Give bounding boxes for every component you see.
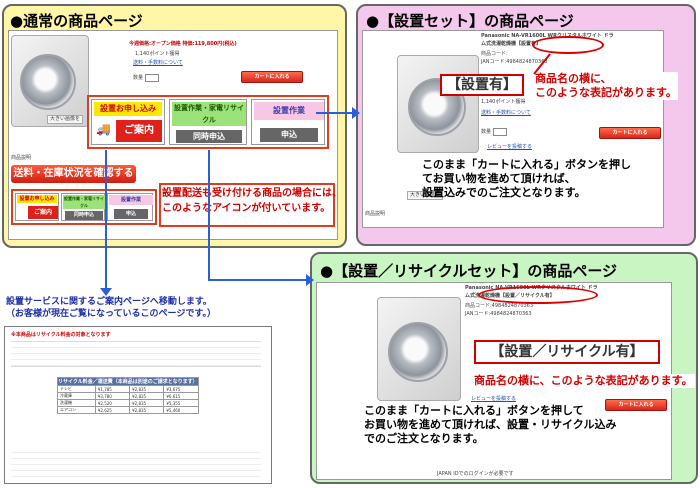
arrow-to-install-head [352,107,360,119]
normal-note-line-2: このようなアイコンが付いています。 [162,203,331,214]
install-title-circle [532,36,604,54]
recycle-cart-button[interactable]: カートに入れる [605,399,667,411]
arrow-to-info-head [100,288,112,296]
info-heading: ※本商品はリサイクル料金の対象となります [11,332,111,338]
table-row: 冷蔵庫 ¥3,780 ¥2,835 ¥6,615 [57,392,199,400]
install-black-line-3: 設置込みでのご注文となります。 [422,186,586,199]
washer-drum [20,54,76,110]
recycle-code-line: 商品コード:4984824870363 [465,303,534,309]
install-product-line-2: ム式洗濯乾燥機【設置有】 [481,41,542,47]
arrow-to-recycle-vertical [208,150,210,280]
install-badge: 【設置有】 [440,74,524,96]
install-black-line-1: このまま「カートに入れる」ボタンを押し [422,158,631,171]
info-note-line-2: （お客様が現在ご覧になっているこのページです。） [6,309,216,319]
normal-note-line-1: 設置配送も受け付ける商品の場合には、 [162,188,342,199]
recycle-title-circle [478,286,598,304]
recycle-washer-drum [388,322,448,382]
install-cart-button[interactable]: カートに入れる [599,127,661,139]
small-guide-bottom: ご案内 [28,206,58,219]
note-frame [159,183,335,227]
service-install-bottom: 申込 [260,128,318,142]
table-row: テレビ ¥1,785 ¥2,835 ¥3,675 [57,385,199,393]
install-review-link[interactable]: レビューを投稿する [487,144,533,150]
small-recycle-bottom: 同時申込 [65,211,103,220]
recycle-jan-line: JANコード:4984824870363 [465,311,532,317]
install-qty-input[interactable] [493,128,507,136]
small-recycle-top: 設置作業・家電リサイクル [63,195,105,209]
service-button-recycle[interactable]: 設置作業・家電リサイクル 同時申込 [169,99,247,145]
shipping-link[interactable]: 送料・手数料について [133,60,183,66]
washer-image [11,35,89,127]
points-line: 1,140ポイント獲得 [135,51,180,57]
screenshot-install-page: Panasonic NA-VR1600L WRクリスタルホワイト ドラ ム式洗濯… [362,30,664,228]
install-qty-label: 数量 [481,129,492,135]
recycle-black-line-1: このまま「カートに入れる」ボタンを押して [364,404,584,417]
stock-check-button[interactable]: 送料・在庫状況を確認する [11,165,136,183]
arrow-to-install-line [316,112,354,114]
arrow-to-recycle-head [306,274,314,286]
service-recycle-bottom: 同時申込 [176,130,242,143]
recycle-black-line-3: でのご注文となります。 [364,432,484,445]
info-body-text [11,341,261,367]
screenshot-normal-page: 今週価格:オープン価格 特価:119,800円(税込) 1,140ポイント獲得 … [8,30,338,240]
recycle-black-line-2: お買い物を進めて頂ければ、設置・リサイクル込み [364,418,617,431]
qty-input[interactable] [145,74,159,82]
cart-button[interactable]: カートに入れる [241,71,303,83]
install-product-line-1: Panasonic NA-VR1600L WRクリスタルホワイト ドラ [481,33,614,39]
service-install-top: 設置作業 [254,102,324,120]
service-buttons-highlight [87,95,329,149]
install-black-note: このまま「カートに入れる」ボタンを押し てお買い物を進めて頂ければ、 設置込みで… [422,158,631,200]
recycle-review-link[interactable]: レビューを投稿する [471,396,517,402]
description-label: 商品説明 [11,155,32,161]
install-jan-line: JANコード:4984824870363 [481,59,548,65]
panel-title-install: ●【設置セット】の商品ページ [366,12,574,30]
screenshot-info-page: ※本商品はリサイクル料金の対象となります リサイクル料金／運送費（本商品は別途の… [4,326,272,484]
service-button-guide[interactable]: 設置お申し込み 🚚 ご案内 [91,99,165,145]
install-washer-image [397,55,479,153]
recycle-table-title: リサイクル料金／運送費（本商品は別途のご請求となります） [57,377,199,386]
small-guide-top: 設置お申し込み [17,195,57,203]
install-red-note: 商品名の横に、 このような表記があります。 [534,72,678,100]
small-service-recycle: 設置作業・家電リサイクル 同時申込 [61,193,105,221]
small-install-top: 設置作業 [109,195,153,205]
install-shipping-link[interactable]: 送料・手数料について [481,110,531,116]
recycle-black-note: このまま「カートに入れる」ボタンを押して お買い物を進めて頂ければ、設置・リサイ… [364,404,616,446]
recycle-washer-image [377,297,461,401]
enlarge-button[interactable]: 大きい画像を [47,115,84,124]
table-row: 洗濯機 ¥2,520 ¥2,835 ¥5,355 [57,399,199,407]
table-row: エアコン ¥2,625 ¥2,835 ¥5,460 [57,406,199,414]
normal-page-note: 設置配送も受け付ける商品の場合には、 このようなアイコンが付いています。 [162,186,342,216]
qty-label: 数量 [133,75,144,81]
recycle-red-note: 商品名の横に、このような表記があります。 [472,374,695,388]
install-description-label: 商品説明 [365,211,386,217]
install-code-line: 商品コード: [481,51,508,57]
service-guide-bottom: ご案内 [116,120,162,142]
info-page-note: 設置サービスに関するご案内ページへ移動します。 （お客様が現在ご覧になっているこ… [6,296,216,320]
small-icons-highlight [11,189,157,225]
install-red-note-line-2: このような表記があります。 [535,86,677,99]
truck-icon: 🚚 [96,122,111,136]
panel-title-recycle: ●【設置／リサイクルセット】の商品ページ [320,262,618,280]
service-button-install[interactable]: 設置作業 申込 [251,99,325,145]
recycle-table: リサイクル料金／運送費（本商品は別途のご請求となります） テレビ ¥1,785 … [57,377,199,414]
install-enlarge-button[interactable]: 大きい画像を [407,191,444,200]
install-points-line: 1,140ポイント獲得 [481,99,526,105]
install-red-note-line-1: 商品名の横に、 [535,72,612,85]
install-black-line-2: てお買い物を進めて頂ければ、 [422,172,576,185]
panel-title-normal: ●通常の商品ページ [10,12,143,30]
price-line: 今週価格:オープン価格 特価:119,800円(税込) [129,41,237,47]
install-arrow-icon [533,53,551,75]
small-service-guide: 設置お申し込み ご案内 [15,193,59,221]
arrow-to-recycle-horizontal [208,279,308,281]
recycle-login-line: JAPAN IDでのログインが必要です [437,471,514,477]
recycle-badge: 【設置／リサイクル有】 [474,340,660,364]
service-guide-top: 設置お申し込み [94,102,162,116]
service-recycle-top: 設置作業・家電リサイクル [172,102,246,126]
info-footer-text [11,447,261,477]
small-service-install: 設置作業 申込 [107,193,153,221]
arrow-to-info-line [105,150,107,290]
small-install-bottom: 申込 [114,209,148,219]
info-note-line-1: 設置サービスに関するご案内ページへ移動します。 [6,297,212,307]
